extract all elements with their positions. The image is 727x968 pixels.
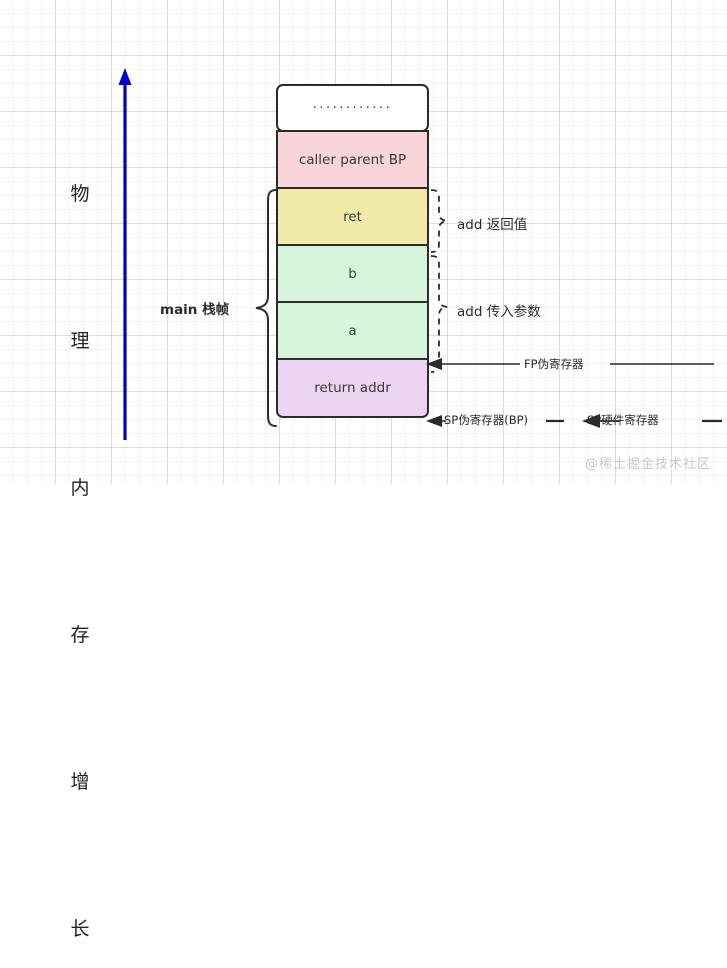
sp-pseudo-register-label: SP伪寄存器(BP)	[444, 413, 529, 427]
memory-growth-direction-label: 物 理 内 存 增 长 方 向	[60, 72, 100, 968]
main-frame-brace-icon	[255, 189, 277, 427]
main-frame-label: main 栈帧	[160, 302, 230, 318]
growth-label-char-0: 物	[70, 183, 90, 205]
growth-label-char-2: 内	[70, 477, 90, 499]
stack-slot-ret: ret	[276, 187, 429, 246]
add-return-value-annotation: add 返回值	[457, 217, 528, 233]
stack-slot-param-a-label: a	[348, 322, 357, 339]
fp-register-label: FP伪寄存器	[524, 357, 584, 371]
stack-slot-param-b: b	[276, 244, 429, 303]
fp-register-pointer-icon	[426, 358, 714, 370]
sp-register-pointers-icon	[426, 414, 722, 428]
add-params-annotation: add 传入参数	[457, 304, 541, 320]
growth-label-char-5: 长	[70, 918, 90, 940]
growth-label-char-1: 理	[70, 330, 90, 352]
stack-slot-return-addr-label: return addr	[314, 380, 391, 396]
stack-slot-caller-parent-bp-label: caller parent BP	[298, 151, 407, 168]
stack-diagram: ············ caller parent BP ret b a re…	[276, 84, 429, 418]
stack-slot-param-a: a	[276, 301, 429, 360]
stack-slot-return-addr: return addr	[276, 358, 429, 418]
diagram-canvas: 物 理 内 存 增 长 方 向 ············ caller pare…	[0, 0, 727, 940]
memory-growth-arrow-icon	[118, 68, 132, 440]
sp-hardware-register-label: SP硬件寄存器	[587, 413, 659, 427]
stack-slot-ellipsis-label: ············	[312, 100, 393, 116]
watermark: @稀土掘金技术社区	[584, 457, 711, 472]
growth-label-char-3: 存	[70, 624, 90, 646]
stack-slot-ret-label: ret	[343, 208, 362, 225]
stack-slot-caller-parent-bp: caller parent BP	[276, 130, 429, 189]
stack-slot-param-b-label: b	[348, 265, 357, 282]
growth-label-char-4: 增	[70, 771, 90, 793]
stack-slot-ellipsis: ············	[276, 84, 429, 132]
